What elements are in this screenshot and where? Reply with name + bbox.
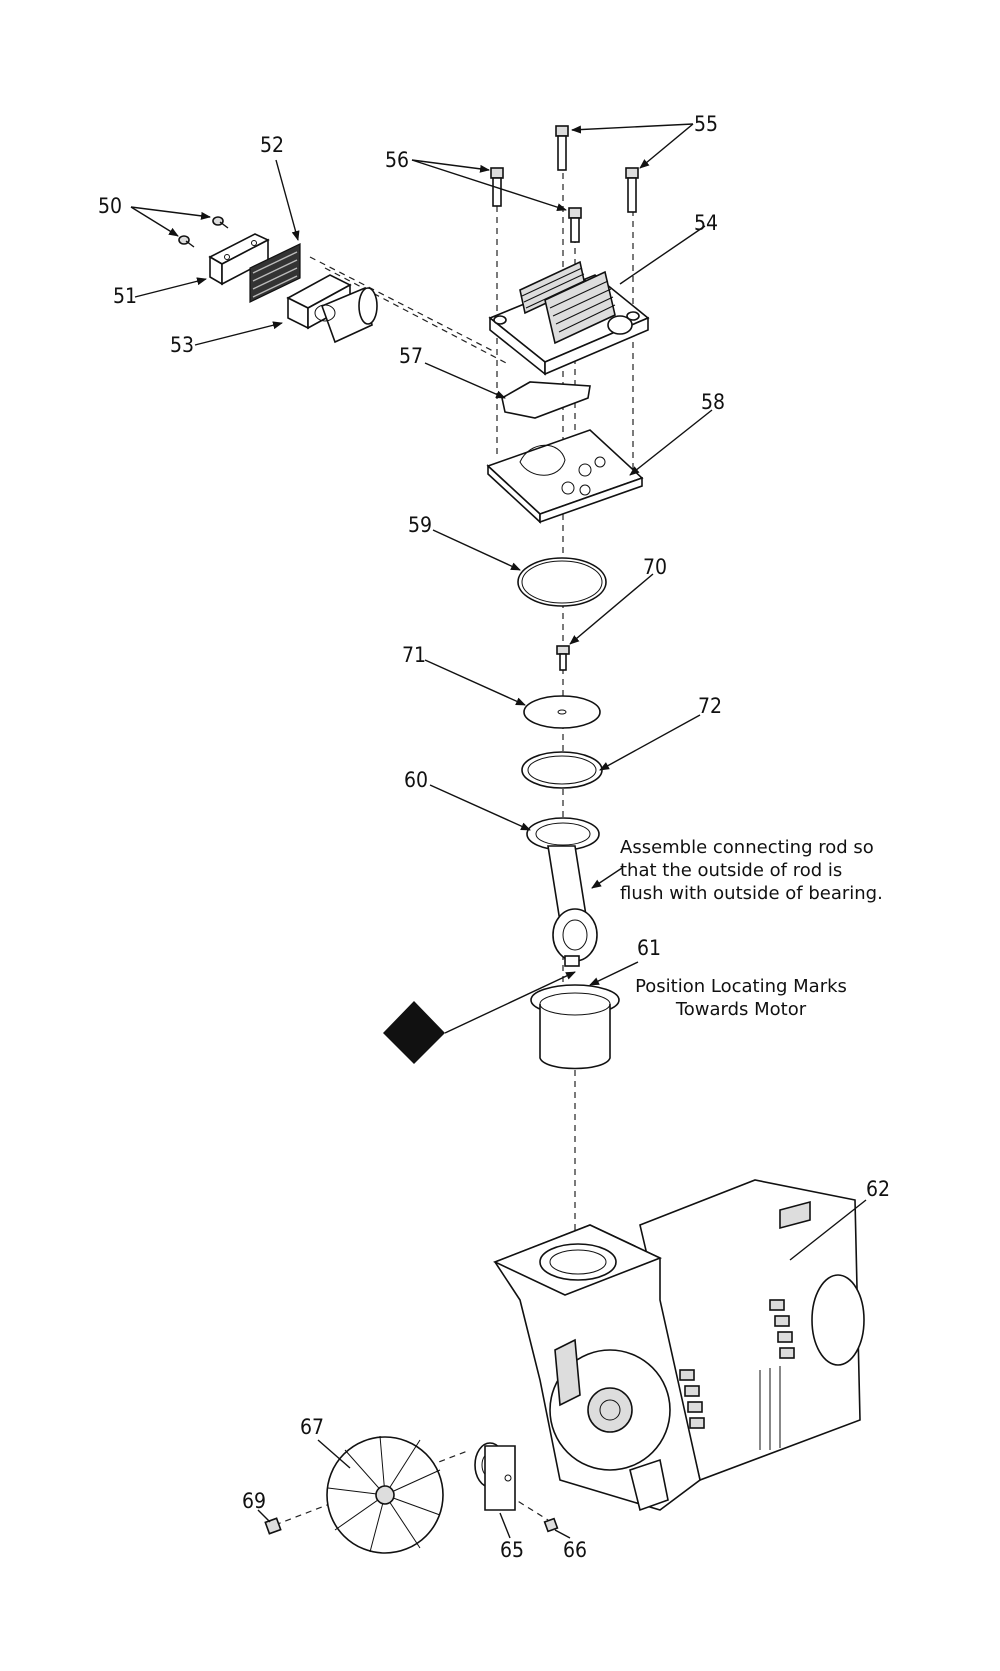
connecting-rod-note: Assemble connecting rod so that the outs… <box>620 837 883 904</box>
bearing-61 <box>530 984 620 1070</box>
label-69: 69 <box>242 1489 266 1513</box>
label-55: 55 <box>694 112 718 136</box>
note-line-3: flush with outside of bearing. <box>620 883 883 904</box>
screw-50 <box>178 216 229 248</box>
label-61: 61 <box>637 936 661 960</box>
bolt-69 <box>264 1517 282 1535</box>
o-ring-59 <box>517 557 607 607</box>
label-60: 60 <box>404 768 428 792</box>
filter-housing-53 <box>286 274 378 344</box>
label-51: 51 <box>113 284 137 308</box>
label-67: 67 <box>300 1415 324 1439</box>
locating-marks-note: Position Locating Marks Towards Motor <box>635 976 847 1020</box>
diamond-symbol <box>383 1001 445 1064</box>
label-70: 70 <box>643 555 667 579</box>
filter-element-52 <box>249 243 301 303</box>
locating-note-line-2: Towards Motor <box>675 999 807 1020</box>
label-56: 56 <box>385 148 409 172</box>
ring-72 <box>521 751 603 789</box>
locating-note-line-1: Position Locating Marks <box>635 976 847 997</box>
motor-62 <box>492 1179 865 1512</box>
label-50: 50 <box>98 194 122 218</box>
label-52: 52 <box>260 133 284 157</box>
fan-67 <box>326 1435 444 1554</box>
connecting-rod-60 <box>526 817 600 967</box>
cylinder-head-54 <box>488 260 650 376</box>
label-71: 71 <box>402 643 426 667</box>
part-number-labels: 50 51 52 53 54 55 56 57 58 59 60 61 62 6… <box>98 112 890 1562</box>
label-66: 66 <box>563 1538 587 1562</box>
eccentric-65 <box>474 1442 516 1511</box>
head-gasket-57 <box>501 381 591 419</box>
set-screw-66 <box>543 1517 559 1533</box>
valve-disc-71 <box>523 695 601 729</box>
note-line-1: Assemble connecting rod so <box>620 837 874 858</box>
label-62: 62 <box>866 1177 890 1201</box>
label-53: 53 <box>170 333 194 357</box>
label-72: 72 <box>698 694 722 718</box>
motor-vent-slots <box>679 1299 795 1429</box>
label-54: 54 <box>694 211 718 235</box>
note-line-2: that the outside of rod is <box>620 860 842 881</box>
valve-plate-58 <box>486 429 644 524</box>
label-59: 59 <box>408 513 432 537</box>
bolts-55 <box>555 125 639 213</box>
bolts-56 <box>490 167 582 243</box>
label-58: 58 <box>701 390 725 414</box>
label-57: 57 <box>399 344 423 368</box>
leader-lines <box>130 123 867 1539</box>
label-65: 65 <box>500 1538 524 1562</box>
filter-cover-51 <box>208 233 270 286</box>
screw-70 <box>556 645 570 671</box>
